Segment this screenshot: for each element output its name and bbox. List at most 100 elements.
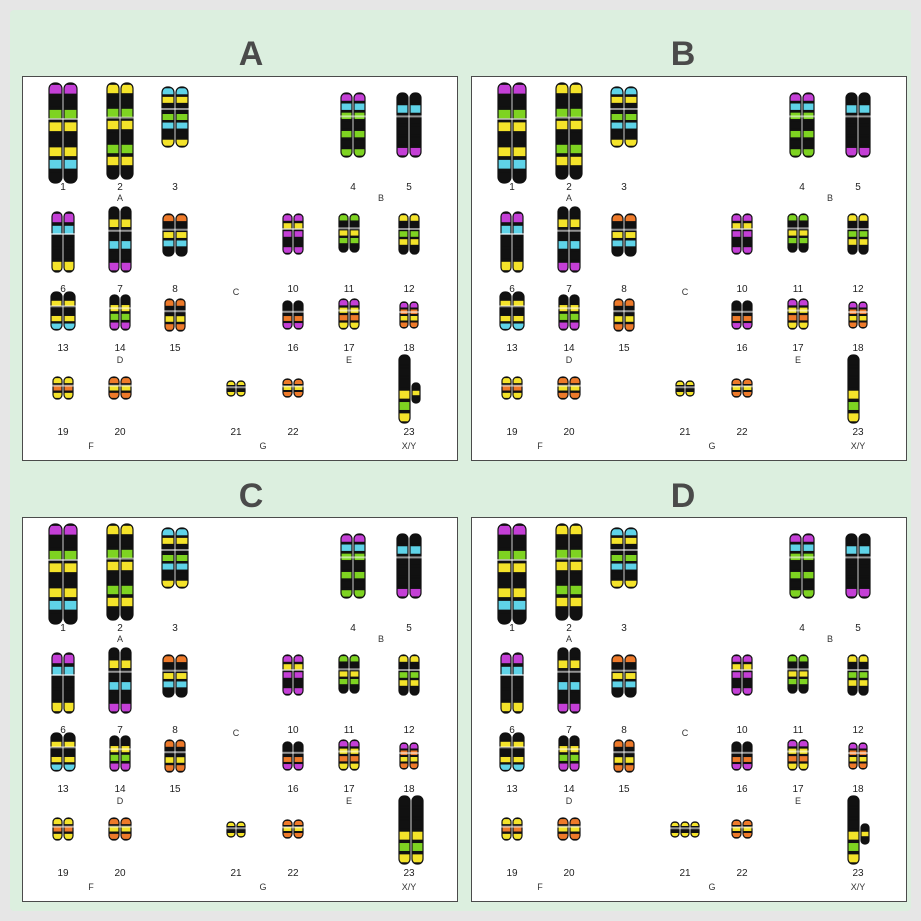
chromosome-label-6: 6 xyxy=(509,284,515,295)
chromosome-21-copy-2-p2 xyxy=(236,821,246,838)
chromosome-label-13: 13 xyxy=(57,784,69,795)
chromosome-label-20: 20 xyxy=(114,868,126,879)
chromosome-label-6: 6 xyxy=(509,725,515,736)
centromere-19-p0 xyxy=(52,384,74,387)
centromere-6-p3 xyxy=(500,674,524,676)
chromosome-15-copy-1-p0 xyxy=(164,298,175,332)
chromosome-label-10: 10 xyxy=(736,284,748,295)
chromosome-3-copy-1-p2 xyxy=(161,527,175,589)
centromere-14-p3 xyxy=(558,748,580,751)
chromosome-label-6: 6 xyxy=(60,725,66,736)
chromosome-15-copy-1-p3 xyxy=(613,739,624,773)
chromosome-x-p2 xyxy=(398,795,411,865)
chromosome-15-copy-2-p3 xyxy=(624,739,635,773)
centromere-6-p2 xyxy=(51,674,75,676)
chromosome-18-copy-2-p0 xyxy=(409,301,419,329)
chromosome-7-copy-1-p1 xyxy=(557,206,569,273)
chromosome-label-11: 11 xyxy=(344,725,355,736)
chromosome-20-copy-1-p1 xyxy=(557,376,569,400)
chromosome-label-20: 20 xyxy=(114,427,126,438)
chromosome-13-copy-1-p2 xyxy=(50,732,63,772)
chromosome-11-copy-1-p2 xyxy=(338,654,349,694)
chromosome-label-10: 10 xyxy=(287,284,299,295)
chromosome-10-copy-2-p0 xyxy=(293,213,304,255)
centromere-7-p1 xyxy=(557,229,581,232)
centromere-15-p2 xyxy=(164,751,186,754)
chromosome-label-13: 13 xyxy=(57,343,69,354)
group-label-c: C xyxy=(682,728,689,738)
chromosome-8-copy-1-p2 xyxy=(162,654,175,698)
chromosome-7-copy-1-p3 xyxy=(557,647,569,714)
chromosome-label-20: 20 xyxy=(563,868,575,879)
centromere-15-p0 xyxy=(164,310,186,313)
centromere-14-p1 xyxy=(558,307,580,310)
chromosome-15-copy-2-p0 xyxy=(175,298,186,332)
chromosome-10-copy-2-p1 xyxy=(742,213,753,255)
centromere-17-p2 xyxy=(338,750,360,753)
chromosome-11-copy-2-p2 xyxy=(349,654,360,694)
chromosome-label-3: 3 xyxy=(621,182,627,193)
chromosome-2-copy-1-p3 xyxy=(555,523,569,621)
chromosome-1-copy-2-p2 xyxy=(63,523,78,625)
chromosome-label-15: 15 xyxy=(618,784,630,795)
chromosome-7-copy-1-p0 xyxy=(108,206,120,273)
centromere-5-p3 xyxy=(845,556,871,559)
centromere-10-p3 xyxy=(731,669,753,671)
chromosome-label-16: 16 xyxy=(287,343,299,354)
chromosome-18-copy-1-p3 xyxy=(848,742,858,770)
centromere-6-p0 xyxy=(51,233,75,235)
chromosome-14-copy-2-p0 xyxy=(120,294,131,331)
centromere-4-p2 xyxy=(340,556,366,559)
chromosome-2-copy-1-p0 xyxy=(106,82,120,180)
chromosome-21-copy-1-p1 xyxy=(675,380,685,397)
centromere-6-p1 xyxy=(500,233,524,235)
chromosome-label-22: 22 xyxy=(287,868,299,879)
group-label-xy: X/Y xyxy=(851,441,866,451)
chromosome-5-copy-2-p3 xyxy=(858,533,871,599)
chromosome-label-5: 5 xyxy=(406,182,412,193)
chromosome-12-copy-1-p2 xyxy=(398,654,409,696)
group-label-a: A xyxy=(566,193,572,203)
chromosome-17-copy-1-p1 xyxy=(787,298,798,330)
centromere-12-p2 xyxy=(398,669,420,671)
centromere-15-p1 xyxy=(613,310,635,313)
panel-title-a: A xyxy=(238,35,264,73)
centromere-3-p0 xyxy=(161,108,189,110)
chromosome-19-copy-1-p3 xyxy=(501,817,512,841)
chromosome-17-copy-1-p3 xyxy=(787,739,798,771)
chromosome-5-copy-2-p1 xyxy=(858,92,871,158)
chromosome-10-copy-1-p0 xyxy=(282,213,293,255)
centromere-20-p0 xyxy=(108,384,132,387)
chromosome-6-copy-2-p1 xyxy=(512,211,524,273)
centromere-3-p3 xyxy=(610,549,638,551)
chromosome-5-copy-2-p0 xyxy=(409,92,422,158)
panel-title-c: C xyxy=(238,477,264,515)
chromosome-10-copy-1-p1 xyxy=(731,213,742,255)
centromere-13-p0 xyxy=(50,305,76,308)
chromosome-18-copy-2-p3 xyxy=(858,742,868,770)
chromosome-22-copy-1-p2 xyxy=(282,819,293,839)
centromere-20-p3 xyxy=(557,825,581,828)
chromosome-label-10: 10 xyxy=(736,725,748,736)
chromosome-21-copy-2-p3 xyxy=(680,821,690,838)
chromosome-label-23: 23 xyxy=(852,427,864,438)
chromosome-11-copy-1-p3 xyxy=(787,654,798,694)
chromosome-3-copy-1-p1 xyxy=(610,86,624,148)
chromosome-18-copy-2-p2 xyxy=(409,742,419,770)
chromosome-20-copy-1-p2 xyxy=(108,817,120,841)
chromosome-16-copy-2-p1 xyxy=(742,300,753,330)
chromosome-label-19: 19 xyxy=(506,427,518,438)
chromosome-19-copy-1-p0 xyxy=(52,376,63,400)
chromosome-label-11: 11 xyxy=(793,725,804,736)
chromosome-label-21: 21 xyxy=(679,427,691,438)
chromosome-x2-p2 xyxy=(411,795,424,865)
chromosome-19-copy-2-p0 xyxy=(63,376,74,400)
centromere-14-p0 xyxy=(109,307,131,310)
chromosome-14-copy-1-p1 xyxy=(558,294,569,331)
group-label-d: D xyxy=(117,355,124,365)
chromosome-11-copy-1-p1 xyxy=(787,213,798,253)
group-label-e: E xyxy=(346,796,352,806)
chromosome-label-19: 19 xyxy=(57,427,69,438)
chromosome-label-1: 1 xyxy=(60,182,66,193)
